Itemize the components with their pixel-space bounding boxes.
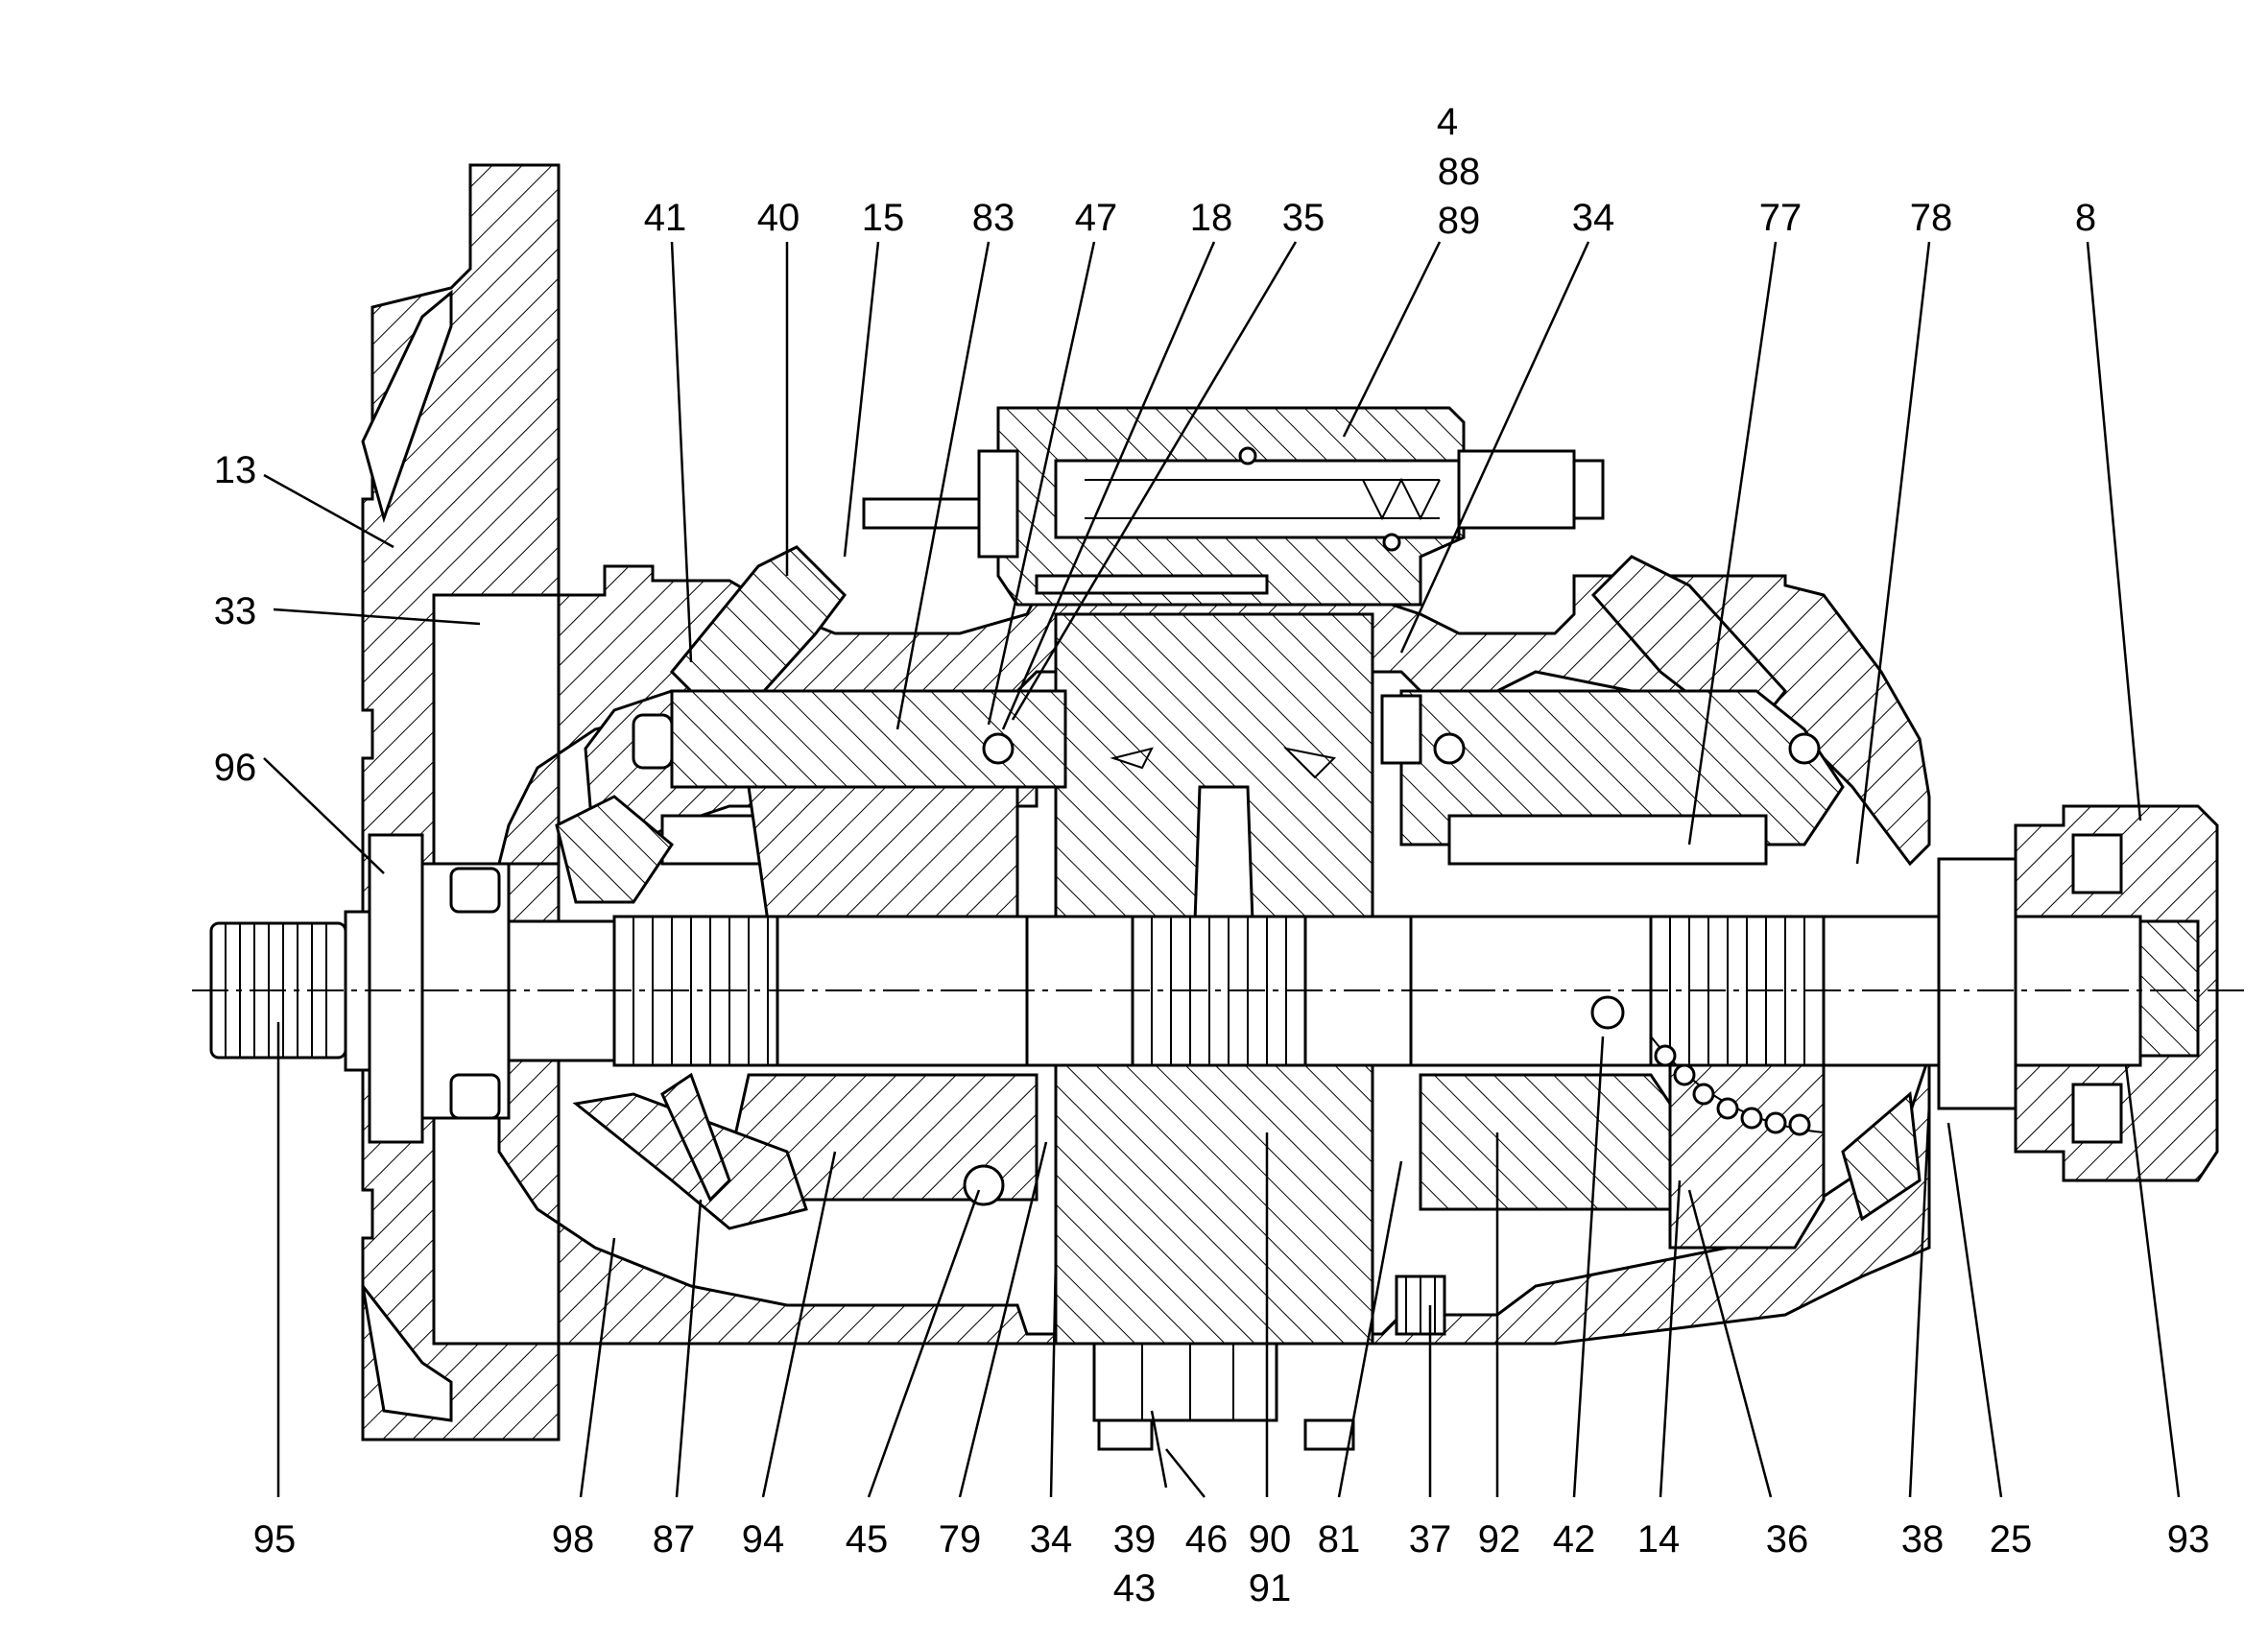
callout-91: 91: [1249, 1567, 1292, 1609]
callout-81: 81: [1318, 1518, 1361, 1561]
callout-37: 37: [1409, 1518, 1452, 1561]
callout-18: 18: [1190, 197, 1233, 239]
callout-95: 95: [253, 1518, 297, 1561]
callout-45: 45: [846, 1518, 889, 1561]
callout-47: 47: [1075, 197, 1118, 239]
callout-92: 92: [1478, 1518, 1521, 1561]
callout-38: 38: [1901, 1518, 1945, 1561]
callout-78: 78: [1910, 197, 1953, 239]
callout-35: 35: [1282, 197, 1325, 239]
front-bearing: [368, 833, 511, 1144]
control-valve: [862, 406, 1605, 607]
callout-40: 40: [757, 197, 800, 239]
callout-41: 41: [644, 197, 687, 239]
callout-14: 14: [1637, 1518, 1681, 1561]
callout-13: 13: [214, 449, 257, 491]
callout-90: 90: [1249, 1518, 1292, 1561]
callout-87: 87: [653, 1518, 696, 1561]
callout-88: 88: [1438, 151, 1481, 193]
callout-25: 25: [1990, 1518, 2033, 1561]
plug-45: [963, 1164, 1005, 1206]
leader-lines: [263, 241, 2181, 1498]
callout-4: 4: [1437, 101, 1458, 143]
left-rotating-group: [555, 689, 1067, 1230]
callout-42: 42: [1553, 1518, 1596, 1561]
ball-bearing-cage: [1650, 1036, 1825, 1136]
callout-8: 8: [2075, 197, 2096, 239]
callout-34-top: 34: [1572, 197, 1615, 239]
bolt-37: [1395, 1275, 1446, 1336]
callout-96: 96: [214, 747, 257, 789]
callout-79: 79: [939, 1518, 982, 1561]
callout-39: 39: [1113, 1518, 1157, 1561]
callout-labels: 41 40 15 83 47 18 35 4 88 89 34 77 78 8 …: [214, 101, 2210, 1609]
callout-94: 94: [742, 1518, 785, 1561]
callout-93: 93: [2167, 1518, 2210, 1561]
callout-46: 46: [1185, 1518, 1229, 1561]
callout-33: 33: [214, 590, 257, 632]
callout-15: 15: [862, 197, 905, 239]
callout-34-bottom: 34: [1030, 1518, 1073, 1561]
callout-83: 83: [972, 197, 1015, 239]
rear-cover: [1937, 804, 2219, 1182]
callout-98: 98: [552, 1518, 595, 1561]
callout-43: 43: [1113, 1567, 1157, 1609]
callout-36: 36: [1766, 1518, 1809, 1561]
right-rotating-group: [1380, 689, 1922, 1250]
callout-89: 89: [1438, 200, 1481, 242]
callout-77: 77: [1759, 197, 1802, 239]
